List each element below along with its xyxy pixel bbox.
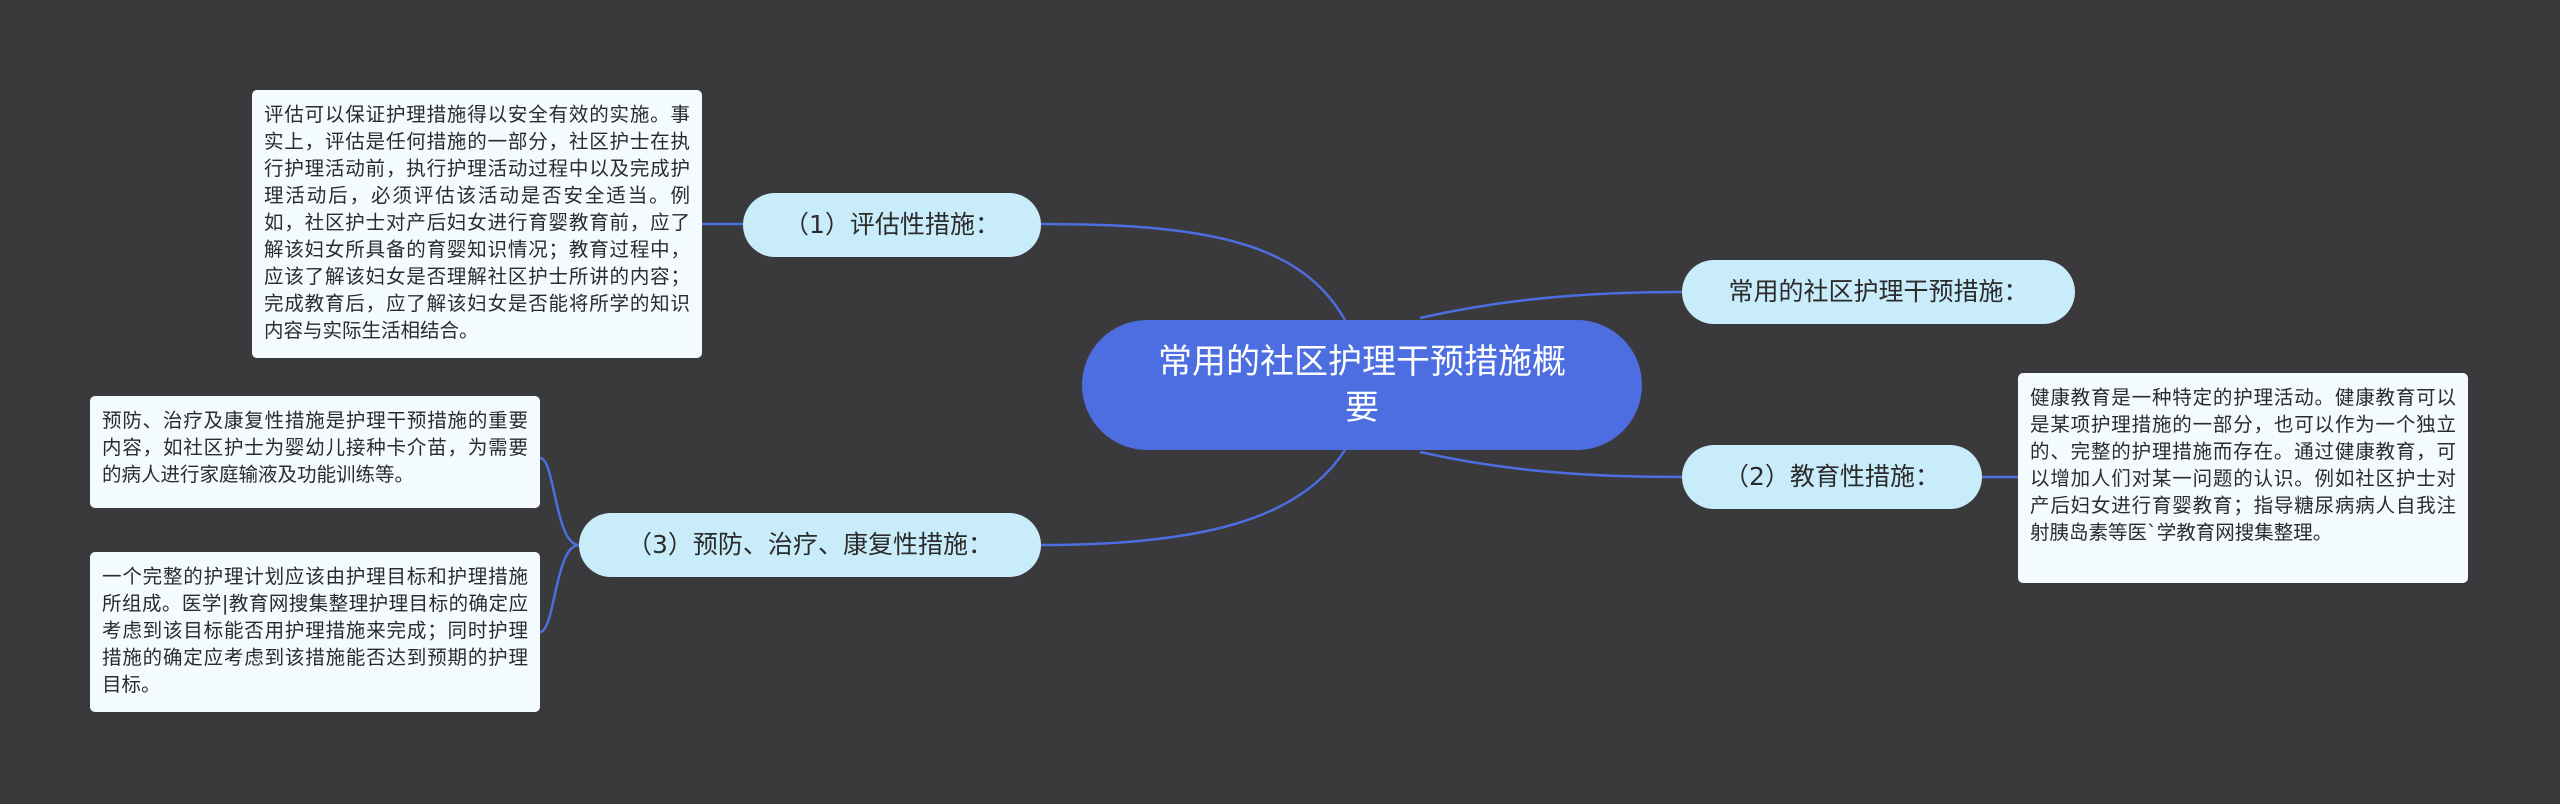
branch-label: （2）教育性措施： (1724, 462, 1940, 491)
root-node-label: 常用的社区护理干预措施概要 (1158, 342, 1566, 428)
branch-assessment-measures[interactable]: （1）评估性措施： (743, 193, 1041, 257)
branch-education-measures[interactable]: （2）教育性措施： (1682, 445, 1982, 509)
connector-branch-4-to-leaf-4 (539, 543, 580, 634)
leaf-prevention-detail[interactable]: 预防、治疗及康复性措施是护理干预措施的重要内容，如社区护士为婴幼儿接种卡介苗，为… (90, 396, 540, 508)
connector-root-to-branch-3 (1419, 450, 1683, 479)
connector-root-to-branch-2 (1419, 290, 1683, 320)
branch-label: 常用的社区护理干预措施： (1728, 277, 2029, 306)
branch-label: （1）评估性措施： (784, 210, 1000, 239)
leaf-text: 一个完整的护理计划应该由护理目标和护理措施所组成。医学|教育网搜集整理护理目标的… (102, 565, 528, 696)
leaf-assessment-detail[interactable]: 评估可以保证护理措施得以安全有效的实施。事实上，评估是任何措施的一部分，社区护士… (252, 90, 702, 358)
leaf-text: 评估可以保证护理措施得以安全有效的实施。事实上，评估是任何措施的一部分，社区护士… (264, 103, 690, 342)
branch-label: （3）预防、治疗、康复性措施： (627, 530, 993, 559)
connector-root-to-branch-4 (1040, 449, 1347, 547)
branch-prevention-treatment-rehab[interactable]: （3）预防、治疗、康复性措施： (579, 513, 1041, 577)
connector-root-to-branch-1 (1040, 222, 1347, 321)
branch-common-interventions[interactable]: 常用的社区护理干预措施： (1682, 260, 2075, 324)
leaf-text: 预防、治疗及康复性措施是护理干预措施的重要内容，如社区护士为婴幼儿接种卡介苗，为… (102, 409, 528, 486)
leaf-care-plan-detail[interactable]: 一个完整的护理计划应该由护理目标和护理措施所组成。医学|教育网搜集整理护理目标的… (90, 552, 540, 712)
leaf-education-detail[interactable]: 健康教育是一种特定的护理活动。健康教育可以是某项护理措施的一部分，也可以作为一个… (2018, 373, 2468, 583)
root-node[interactable]: 常用的社区护理干预措施概要 (1082, 320, 1642, 450)
connector-branch-4-to-leaf-3 (539, 456, 580, 547)
leaf-text: 健康教育是一种特定的护理活动。健康教育可以是某项护理措施的一部分，也可以作为一个… (2030, 386, 2456, 544)
